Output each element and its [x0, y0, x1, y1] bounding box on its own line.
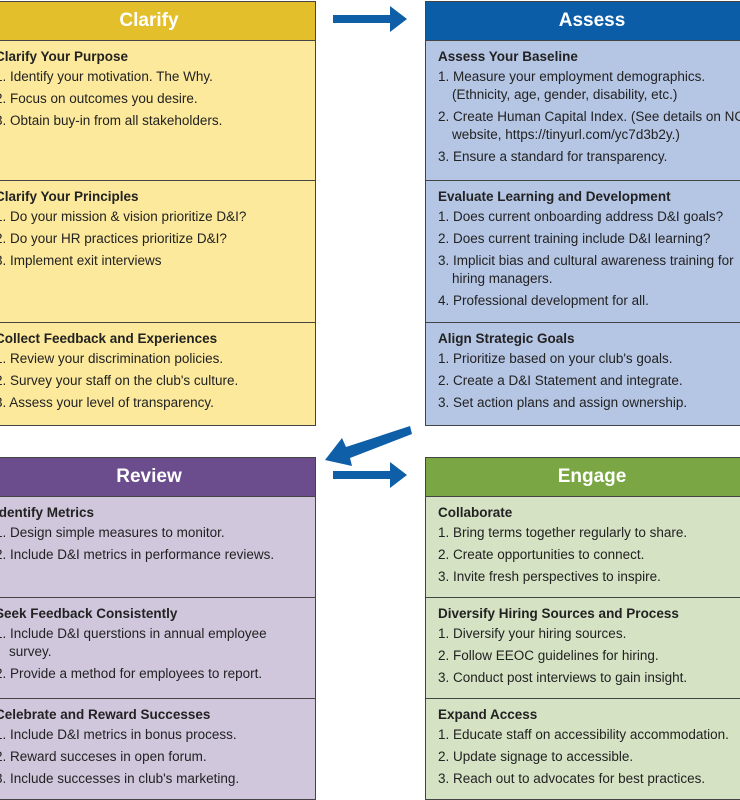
assess-header: Assess	[426, 2, 740, 41]
section-title: Clarify Your Purpose	[0, 49, 129, 64]
section-title: Evaluate Learning and Development	[438, 189, 671, 204]
list-item: 2. Create opportunities to connect.	[438, 547, 645, 562]
list-item: 1. Include D&I querstions in annual empl…	[0, 626, 267, 659]
list-item: 2. Survey your staff on the club's cultu…	[0, 373, 239, 388]
list-item: 1. Prioritize based on your club's goals…	[438, 351, 673, 366]
list-item: 4. Professional development for all.	[438, 293, 649, 308]
section-title: Identify Metrics	[0, 505, 95, 520]
list-item: 2. Follow EEOC guidelines for hiring.	[438, 648, 659, 663]
clarify-section: Clarify Your Purpose 1. Identify your mot…	[0, 41, 315, 181]
list-item: 2. Focus on outcomes you desire.	[0, 91, 198, 106]
list-item: 3. Reach out to advocates for best pract…	[438, 771, 706, 786]
review-section: Celebrate and Reward Successes 1. Include…	[0, 699, 315, 799]
section-title: Seek Feedback Consistently	[0, 606, 178, 621]
review-section: Identify Metrics 1. Design simple measure…	[0, 497, 315, 598]
list-item: 1. Design simple measures to monitor.	[0, 525, 225, 540]
section-title: Assess Your Baseline	[438, 49, 578, 64]
list-item: 3. Obtain buy-in from all stakeholders.	[0, 113, 223, 128]
list-item: 2. Create Human Capital Index. (See deta…	[438, 109, 740, 142]
list-item: 3. Conduct post interviews to gain insig…	[438, 670, 688, 685]
list-item: 1. Do your mission & vision prioritize D…	[0, 209, 247, 224]
list-item: 1. Does current onboarding address D&I g…	[438, 209, 724, 224]
arrow-down-left-icon	[325, 426, 412, 466]
engage-section: Expand Access 1. Educate staff on accessi…	[426, 699, 740, 799]
arrow-right-icon	[333, 6, 407, 32]
arrow-right-icon	[333, 462, 407, 488]
section-title: Clarify Your Principles	[0, 189, 139, 204]
list-item: 2. Does current training include D&I lea…	[438, 231, 711, 246]
review-header: Review	[0, 458, 315, 497]
list-item: 3. Invite fresh perspectives to inspire.	[438, 569, 661, 584]
list-item: 1. Identify your motivation. The Why.	[0, 69, 213, 84]
engage-header: Engage	[426, 458, 740, 497]
list-item: 2. Create a D&I Statement and integrate.	[438, 373, 683, 388]
list-item: 2. Include D&I metrics in performance re…	[0, 547, 275, 562]
section-title: Expand Access	[438, 707, 538, 722]
list-item: 2. Reward succeses in open forum.	[0, 749, 207, 764]
list-item: 3. Assess your level of transparency.	[0, 395, 214, 410]
list-item: 1. Include D&I metrics in bonus process.	[0, 727, 237, 742]
section-title: Align Strategic Goals	[438, 331, 575, 346]
list-item: 3. Implicit bias and cultural awareness …	[438, 253, 734, 286]
engage-section: Diversify Hiring Sources and Process 1. D…	[426, 598, 740, 699]
list-item: 3. Set action plans and assign ownership…	[438, 395, 688, 410]
list-item: 1. Review your discrimination policies.	[0, 351, 224, 366]
section-title: Collect Feedback and Experiences	[0, 331, 218, 346]
assess-section: Evaluate Learning and Development 1. Does…	[426, 181, 740, 323]
list-item: 3. Include successes in club's marketing…	[0, 771, 240, 786]
list-item: 1. Educate staff on accessibility accomm…	[438, 727, 729, 742]
section-title: Diversify Hiring Sources and Process	[438, 606, 679, 621]
assess-section: Align Strategic Goals 1. Prioritize based…	[426, 323, 740, 425]
list-item: 2. Update signage to accessible.	[438, 749, 634, 764]
list-item: 1. Diversify your hiring sources.	[438, 626, 627, 641]
clarify-section: Clarify Your Principles 1. Do your missio…	[0, 181, 315, 323]
list-item: 1. Measure your employment demographics.…	[438, 69, 706, 102]
list-item: 2. Provide a method for employees to rep…	[0, 666, 263, 681]
list-item: 2. Do your HR practices prioritize D&I?	[0, 231, 227, 246]
review-section: Seek Feedback Consistently 1. Include D&I…	[0, 598, 315, 699]
list-item: 3. Implement exit interviews	[0, 253, 162, 268]
clarify-header: Clarify	[0, 2, 315, 41]
engage-section: Collaborate 1. Bring terms together regul…	[426, 497, 740, 598]
clarify-section: Collect Feedback and Experiences 1. Revie…	[0, 323, 315, 425]
assess-section: Assess Your Baseline 1. Measure your empl…	[426, 41, 740, 181]
list-item: 3. Ensure a standard for transparency.	[438, 149, 668, 164]
section-title: Collaborate	[438, 505, 513, 520]
list-item: 1. Bring terms together regularly to sha…	[438, 525, 688, 540]
section-title: Celebrate and Reward Successes	[0, 707, 211, 722]
